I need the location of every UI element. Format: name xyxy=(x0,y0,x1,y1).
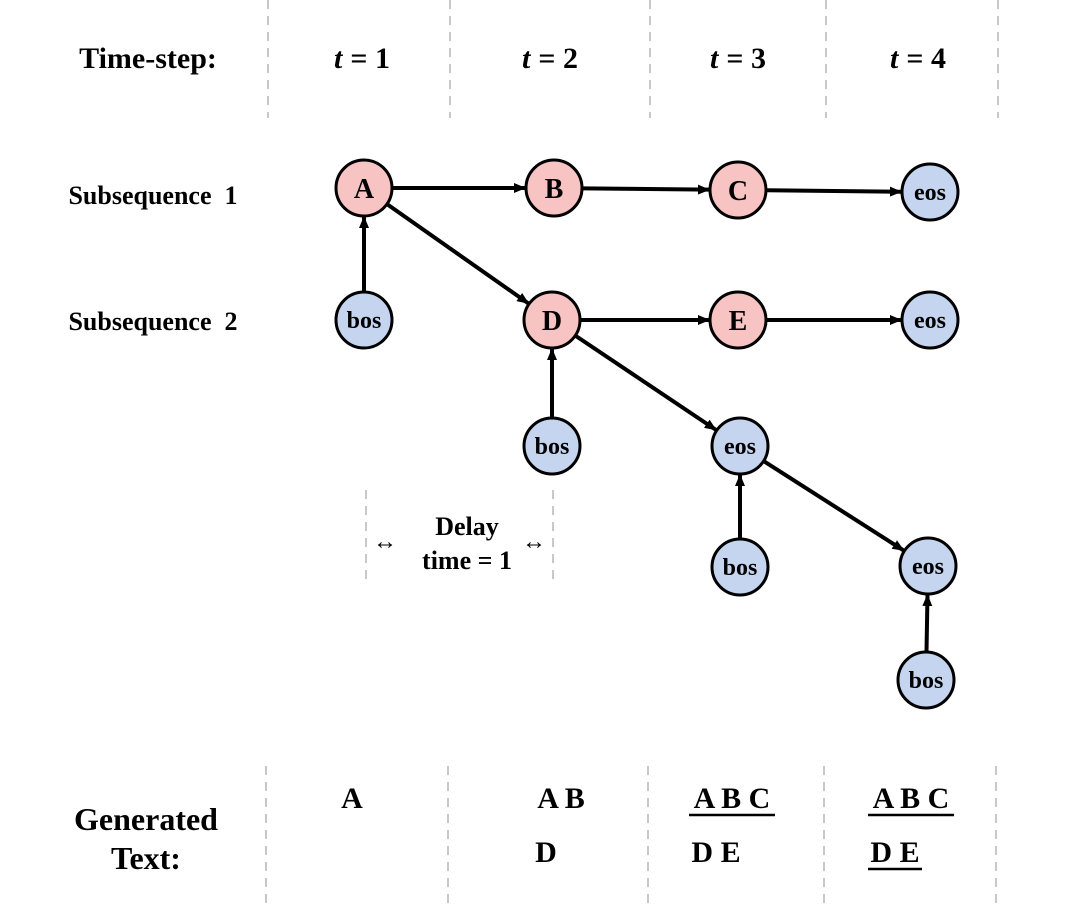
subsequence-2-label: Subsequence 2 xyxy=(68,307,237,336)
time-step-2: t= 2 xyxy=(522,42,578,75)
delay-arrow-left-icon: ↔ xyxy=(373,529,397,555)
edge-D-to-eos3 xyxy=(574,334,718,432)
node-B: B xyxy=(524,158,584,218)
generated-col-3: A B C D E xyxy=(689,782,775,869)
header-separators xyxy=(267,0,999,118)
time-step-label: Time-step: xyxy=(79,42,217,75)
node-circle xyxy=(900,290,960,350)
node-circle xyxy=(708,160,768,220)
time-step-1: t= 1 xyxy=(334,42,390,75)
node-bos4: bos xyxy=(896,650,956,710)
delay-arrow-right-icon: ↔ xyxy=(522,529,546,555)
node-label: bos xyxy=(347,308,382,334)
node-label: eos xyxy=(914,180,946,206)
generated-label-line1: Generated xyxy=(74,801,218,837)
time-step-4: t= 4 xyxy=(890,42,946,75)
delay-label-line2: time = 1 xyxy=(422,546,512,575)
node-circle xyxy=(522,290,582,350)
delay-label-line1: Delay xyxy=(435,512,499,541)
generated-col-2: A B D xyxy=(535,782,585,869)
node-label: bos xyxy=(535,434,570,460)
edge-B-to-C xyxy=(582,184,711,195)
generated-col-1: A xyxy=(341,782,363,815)
subsequence-1-label: Subsequence 1 xyxy=(68,181,237,210)
edge-bos4-to-eos4 xyxy=(922,593,933,652)
node-eos4: eos xyxy=(898,536,958,596)
edge-C-to-eos1 xyxy=(766,186,903,197)
generated-text-line: A B C xyxy=(873,782,950,815)
node-circle xyxy=(334,158,394,218)
node-circle xyxy=(900,162,960,222)
node-label: A xyxy=(354,174,375,205)
node-circle xyxy=(898,536,958,596)
node-label: bos xyxy=(723,555,758,581)
node-label: E xyxy=(729,306,748,337)
node-eos2: eos xyxy=(900,290,960,350)
node-eos3: eos xyxy=(710,416,770,476)
node-label: bos xyxy=(909,668,944,694)
node-label: eos xyxy=(724,434,756,460)
generated-text-line: A xyxy=(341,782,363,815)
node-circle xyxy=(710,537,770,597)
generated-text-line: A B C xyxy=(694,782,771,815)
node-label: B xyxy=(545,174,564,205)
node-label: D xyxy=(542,306,562,337)
delay-annotation: ↔ ↔ Delay time = 1 xyxy=(365,490,554,585)
node-circle xyxy=(334,290,394,350)
node-circle xyxy=(896,650,956,710)
node-D: D xyxy=(522,290,582,350)
generated-text-line: D E xyxy=(691,836,740,869)
generated-label-line2: Text: xyxy=(111,840,181,876)
node-label: C xyxy=(728,176,748,207)
edge-eos3-to-eos4 xyxy=(763,459,905,553)
node-circle xyxy=(522,416,582,476)
generated-text-line: A B xyxy=(537,782,585,815)
node-label: eos xyxy=(914,308,946,334)
edges xyxy=(359,183,933,652)
node-eos1: eos xyxy=(900,162,960,222)
node-circle xyxy=(710,416,770,476)
generated-text-line: D E xyxy=(870,836,919,869)
node-bos3: bos xyxy=(710,537,770,597)
generated-text-line: D xyxy=(535,836,557,869)
time-step-3: t= 3 xyxy=(710,42,766,75)
node-C: C xyxy=(708,160,768,220)
node-circle xyxy=(524,158,584,218)
node-bos2: bos xyxy=(522,416,582,476)
node-E: E xyxy=(708,290,768,350)
footer-separators xyxy=(265,766,997,906)
generated-col-4: A B C D E xyxy=(868,782,954,871)
node-bos1: bos xyxy=(334,290,394,350)
node-circle xyxy=(708,290,768,350)
node-label: eos xyxy=(912,554,944,580)
edge-A-to-D xyxy=(386,203,530,305)
node-A: A xyxy=(334,158,394,218)
